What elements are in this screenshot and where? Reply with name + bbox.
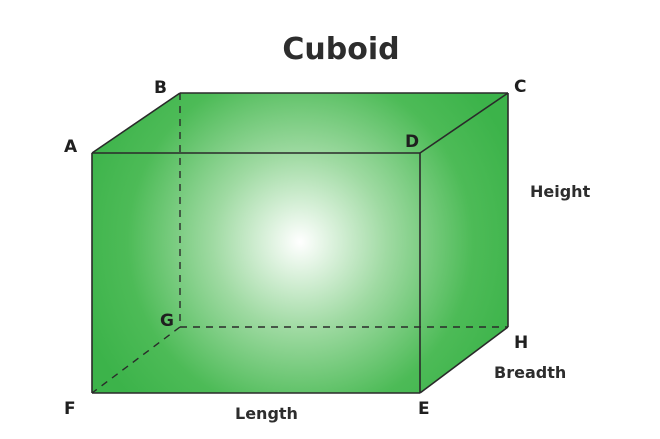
height-label: Height — [530, 182, 591, 201]
visible-edges — [91, 92, 509, 394]
vertex-label-d: D — [405, 132, 419, 152]
right-face — [420, 93, 508, 393]
vertex-label-g: G — [160, 311, 174, 331]
edge-gf — [91, 326, 181, 394]
vertex-label-f: F — [64, 399, 76, 419]
length-label: Length — [235, 404, 298, 423]
diagram-title: Cuboid — [282, 32, 399, 67]
vertex-label-b: B — [154, 78, 167, 98]
edge-cd — [419, 92, 509, 154]
top-face — [92, 93, 508, 153]
front-face — [92, 153, 420, 393]
edge-ab — [91, 92, 181, 154]
vertex-label-e: E — [418, 399, 430, 419]
vertex-label-c: C — [514, 77, 526, 97]
vertex-label-h: H — [514, 333, 528, 353]
hidden-edges — [91, 93, 508, 394]
vertex-label-a: A — [64, 137, 78, 157]
breadth-label: Breadth — [494, 363, 566, 382]
edge-eh — [419, 326, 509, 394]
